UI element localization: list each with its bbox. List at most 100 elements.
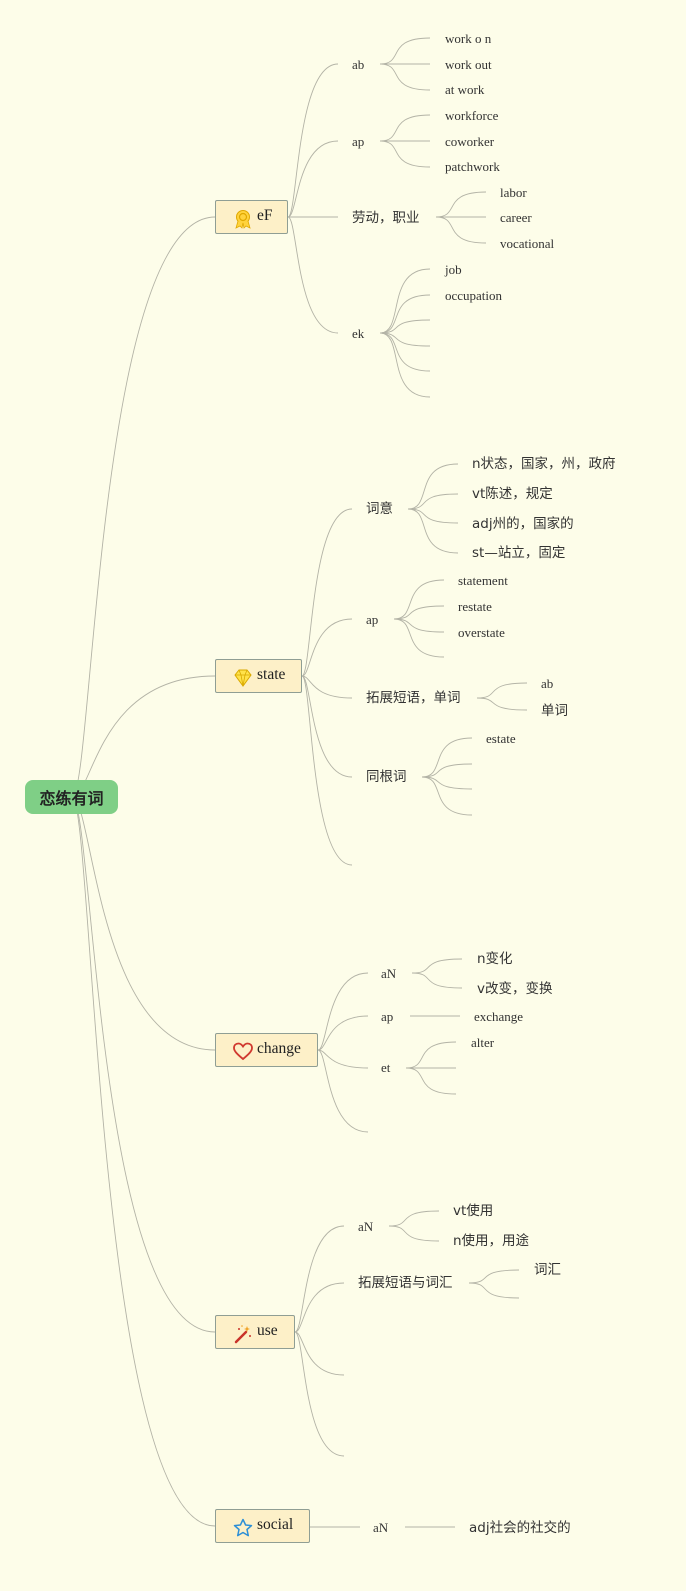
- branch-node-use[interactable]: use: [215, 1315, 295, 1349]
- connector-line-43: [317, 972, 369, 1051]
- leaf-change-ap-1[interactable]: exchange: [474, 1009, 524, 1024]
- connector-line-6: [287, 140, 339, 218]
- leaf-ef-labor-3[interactable]: vocational: [500, 236, 555, 251]
- leaf-change-et-1[interactable]: alter: [471, 1035, 495, 1050]
- connector-line-54: [294, 1282, 345, 1333]
- connector-line-46: [317, 1049, 369, 1133]
- leaf-ef-labor-1[interactable]: labor: [500, 185, 527, 200]
- leaf-state-ap-1[interactable]: statement: [458, 573, 508, 588]
- root-label: 恋练有词: [39, 789, 104, 808]
- leaf-ef-labor-2[interactable]: career: [500, 210, 532, 225]
- leaf-state-cognates-1[interactable]: estate: [486, 731, 516, 746]
- connector-line-42: [421, 776, 473, 816]
- connector-line-27: [301, 675, 353, 778]
- leaf-change-an-2[interactable]: v改变，变换: [477, 981, 553, 997]
- leaf-state-phrases-2[interactable]: 单词: [541, 703, 568, 719]
- connector-line-24: [301, 508, 353, 677]
- branch-node-state[interactable]: state: [215, 659, 302, 693]
- leaf-state-meaning-4[interactable]: st—站立，固定: [472, 545, 566, 561]
- connector-line-47: [411, 958, 463, 974]
- connector-line-53: [294, 1225, 345, 1333]
- subtopic-ef-ap[interactable]: ap: [352, 134, 365, 149]
- connector-line-58: [388, 1225, 440, 1242]
- connector-line-21: [379, 332, 431, 347]
- branch-label-state: state: [257, 665, 286, 683]
- connector-line-59: [468, 1269, 520, 1284]
- connector-line-48: [411, 972, 463, 989]
- leaf-state-meaning-2[interactable]: vt陈述，规定: [472, 486, 553, 502]
- subtopic-social-an[interactable]: aN: [373, 1520, 389, 1535]
- leaf-state-ap-3[interactable]: overstate: [458, 625, 505, 640]
- connector-line-22: [379, 332, 431, 372]
- leaf-use-phrases-1[interactable]: 词汇: [534, 1262, 561, 1278]
- connector-line-50: [405, 1041, 457, 1069]
- branch-node-social[interactable]: social: [215, 1509, 310, 1543]
- connector-line-34: [393, 605, 445, 620]
- connector-line-35: [393, 618, 445, 633]
- leaf-state-meaning-3[interactable]: adj州的，国家的: [472, 516, 574, 532]
- leaf-ef-ap-2[interactable]: coworker: [445, 134, 495, 149]
- connector-line-56: [294, 1331, 345, 1457]
- connector-line-37: [476, 682, 528, 699]
- branch-label-social: social: [257, 1515, 294, 1533]
- leaf-state-meaning-1[interactable]: n状态，国家，州，政府: [472, 456, 616, 472]
- connector-line-4: [71, 796, 216, 1527]
- subtopic-ef-ek[interactable]: ek: [352, 326, 365, 341]
- leaf-ef-ek-1[interactable]: job: [445, 262, 462, 277]
- connector-line-38: [476, 697, 528, 711]
- connector-line-26: [301, 675, 353, 699]
- subtopic-state-ap[interactable]: ap: [366, 612, 379, 627]
- subtopic-state-cognates[interactable]: 同根词: [366, 769, 407, 785]
- leaf-ef-ab-2[interactable]: work out: [445, 57, 492, 72]
- subtopic-use-phrases[interactable]: 拓展短语与词汇: [358, 1275, 453, 1291]
- leaf-use-an-1[interactable]: vt使用: [453, 1203, 494, 1219]
- connector-line-41: [421, 776, 473, 790]
- branch-node-ef[interactable]: eF: [215, 200, 288, 234]
- connector-line-31: [407, 508, 459, 524]
- leaf-state-ap-2[interactable]: restate: [458, 599, 492, 614]
- connector-line-19: [379, 294, 431, 334]
- subtopic-state-meaning[interactable]: 词意: [366, 501, 393, 517]
- connector-line-39: [421, 737, 473, 778]
- leaf-ef-ab-1[interactable]: work o n: [445, 31, 492, 46]
- subtopic-use-an[interactable]: aN: [358, 1219, 374, 1234]
- root-node[interactable]: 恋练有词: [25, 780, 118, 814]
- connector-line-36: [393, 618, 445, 658]
- award-medal-icon: [233, 209, 253, 229]
- connector-line-18: [379, 268, 431, 334]
- heart-icon: [233, 1042, 253, 1062]
- connector-line-12: [379, 114, 431, 142]
- subtopic-state-phrases[interactable]: 拓展短语，单词: [366, 690, 461, 706]
- subtopic-change-ap[interactable]: ap: [381, 1009, 394, 1024]
- leaf-use-an-2[interactable]: n使用，用途: [453, 1233, 530, 1249]
- leaf-ef-ap-3[interactable]: patchwork: [445, 159, 500, 174]
- connector-line-28: [301, 675, 353, 866]
- connector-line-9: [379, 37, 431, 65]
- connector-line-57: [388, 1210, 440, 1227]
- branch-label-ef: eF: [257, 206, 273, 224]
- connector-line-14: [379, 140, 431, 168]
- subtopic-change-an[interactable]: aN: [381, 966, 397, 981]
- connector-line-3: [71, 796, 216, 1333]
- subtopic-ef-labor[interactable]: 劳动，职业: [352, 210, 420, 226]
- subtopic-change-et[interactable]: et: [381, 1060, 391, 1075]
- connector-line-17: [435, 216, 487, 244]
- leaf-ef-ab-3[interactable]: at work: [445, 82, 485, 97]
- star-icon: [233, 1518, 253, 1538]
- connector-line-33: [393, 579, 445, 620]
- leaf-ef-ek-2[interactable]: occupation: [445, 288, 503, 303]
- leaf-social-an-1[interactable]: adj社会的社交的: [469, 1520, 571, 1536]
- leaf-change-an-1[interactable]: n变化: [477, 951, 513, 967]
- connector-line-40: [421, 763, 473, 778]
- connector-line-20: [379, 319, 431, 334]
- connector-line-0: [71, 216, 216, 798]
- leaf-ef-ap-1[interactable]: workforce: [445, 108, 499, 123]
- connector-line-11: [379, 63, 431, 91]
- subtopic-ef-ab[interactable]: ab: [352, 57, 365, 72]
- magic-wand-icon: [233, 1324, 253, 1344]
- connector-line-23: [379, 332, 431, 398]
- branch-node-change[interactable]: change: [215, 1033, 318, 1067]
- leaf-state-phrases-1[interactable]: ab: [541, 676, 554, 691]
- diamond-gem-icon: [233, 668, 253, 688]
